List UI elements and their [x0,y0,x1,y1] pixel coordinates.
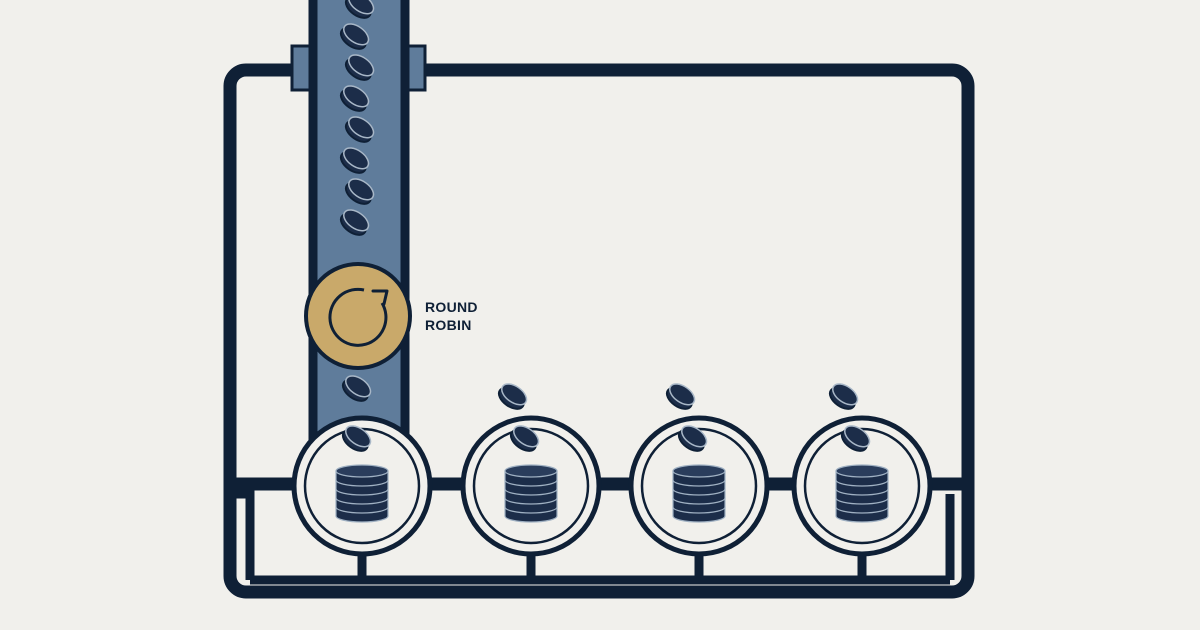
return-shelf-left [236,489,255,580]
pipe-tokens [339,0,375,236]
server-node [791,383,933,580]
server-ring-inner [640,427,758,545]
incoming-token [828,383,859,410]
balancer-disc [304,262,412,370]
frame-loop [223,63,975,599]
server-ring-inner [803,427,921,545]
server-node [291,415,433,580]
pipe-token [344,0,375,19]
server-nodes [250,383,950,585]
balancer-label-line2: ROBIN [425,317,472,333]
server-node [628,383,770,580]
incoming-token [497,383,528,410]
incoming-token [677,425,708,452]
incoming-token [840,425,871,452]
database-stack-icon [672,464,726,523]
database-stack-icon [504,464,558,523]
database-stack-icon [335,464,389,523]
incoming-token [509,425,540,452]
balancer-label: ROUND ROBIN [425,298,478,334]
pipe-token [339,85,370,112]
round-robin-balancer [304,262,412,370]
pipe-token [339,209,370,236]
pipe-token [339,23,370,50]
pipe-token [344,116,375,143]
database-stack-icon [835,464,889,523]
outlet-tokens [341,375,372,402]
outlet-token [341,375,372,402]
pipe-token [344,54,375,81]
incoming-token [341,425,372,452]
balancer-label-line1: ROUND [425,299,478,315]
pipe-token [339,147,370,174]
incoming-token [665,383,696,410]
server-ring-inner [472,427,590,545]
rotate-arrow-icon [328,287,389,347]
pipe-token [344,178,375,205]
server-node [460,383,602,580]
